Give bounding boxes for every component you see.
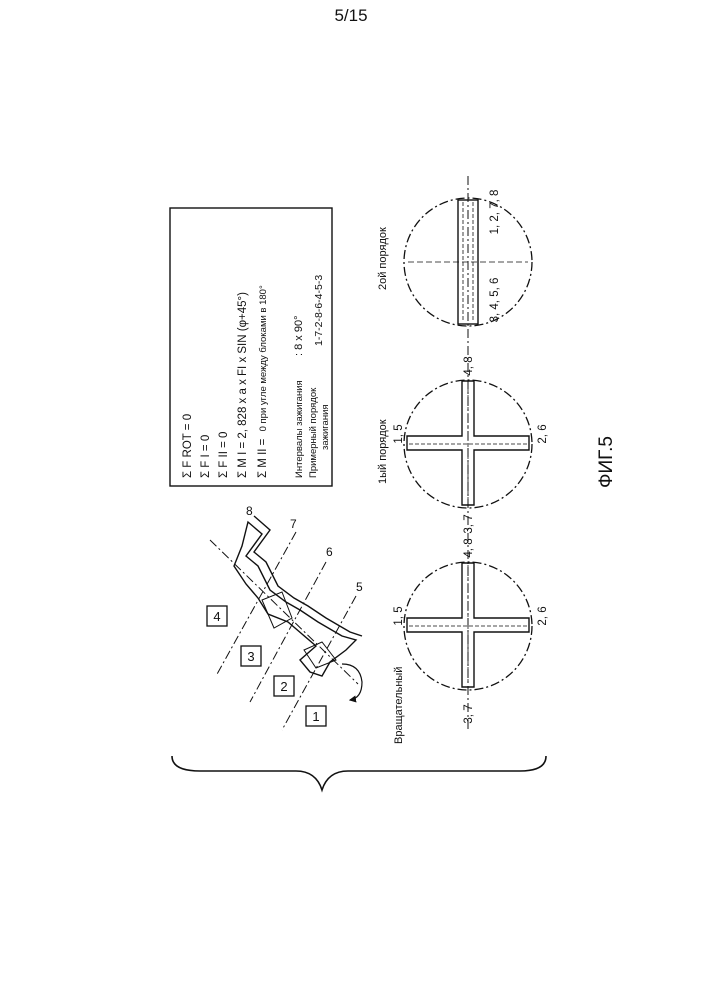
diagram-2-top-label: 1, 5 bbox=[393, 424, 405, 443]
diagram-3-caption: 2ой порядок bbox=[377, 227, 389, 290]
diagram-1-bottom-label: 2, 6 bbox=[537, 606, 549, 625]
diagram-2-bottom-label: 2, 6 bbox=[537, 424, 549, 443]
formula-sum-f-ii: Σ F II = 0 bbox=[218, 432, 230, 478]
balance-diagram-1 bbox=[404, 562, 532, 690]
firing-order-label-1: Примерный порядок bbox=[308, 387, 319, 478]
block-box-2: 2 bbox=[274, 676, 294, 696]
diagram-1-right-label: 4, 8 bbox=[463, 538, 475, 557]
block-box-1: 1 bbox=[306, 706, 326, 726]
firing-intervals-label: Интервалы зажигания bbox=[294, 380, 305, 478]
diagram-3-bottom-label: 1, 2, 7, 8 bbox=[489, 190, 501, 235]
block-label-1: 1 bbox=[312, 709, 319, 724]
curly-brace bbox=[172, 756, 546, 790]
block-label-2: 2 bbox=[280, 679, 287, 694]
crankshaft-sketch bbox=[210, 516, 362, 730]
block-box-4: 4 bbox=[207, 606, 227, 626]
cylinder-label-5: 5 bbox=[356, 580, 363, 594]
block-label-3: 3 bbox=[247, 649, 254, 664]
diagram-2-right-label: 4, 8 bbox=[463, 356, 475, 375]
formula-sum-m-ii-lead: Σ M II = bbox=[257, 438, 269, 478]
firing-intervals-value: : 8 x 90° bbox=[293, 316, 305, 356]
formula-box: Σ F ROT = 0 Σ F I = 0 Σ F II = 0 Σ M I =… bbox=[170, 208, 332, 486]
diagram-1-left-label: 3, 7 bbox=[463, 704, 475, 723]
diagram-1-top-label: 1, 5 bbox=[393, 606, 405, 625]
axis-line-6 bbox=[250, 562, 326, 702]
block-label-4: 4 bbox=[213, 609, 220, 624]
formula-sum-f-i: Σ F I = 0 bbox=[200, 435, 212, 478]
diagram-3-top-label: 3, 4, 5, 6 bbox=[489, 278, 501, 323]
svg-text:Σ M II = 0 при угле межд: Σ M II = 0 при угле между блоками в 180° bbox=[257, 285, 269, 478]
cylinder-label-8: 8 bbox=[246, 504, 253, 518]
diagram-2-left-label: 3, 7 bbox=[463, 514, 475, 533]
diagram-2-caption: 1ый порядок bbox=[377, 419, 389, 484]
formula-sum-f-rot: Σ F ROT = 0 bbox=[182, 414, 194, 478]
formula-sum-m-ii-note: 0 при угле между блоками в 180° bbox=[258, 285, 269, 431]
firing-order-label-2: зажигания bbox=[320, 404, 331, 450]
cylinder-label-6: 6 bbox=[326, 545, 333, 559]
block-box-3: 3 bbox=[241, 646, 261, 666]
firing-order-value: 1-7-2-8-6-4-5-3 bbox=[313, 275, 325, 346]
crankshaft-caption: Вращательный bbox=[393, 667, 405, 744]
figure-label: ФИГ.5 bbox=[596, 436, 617, 488]
cylinder-label-7: 7 bbox=[290, 517, 297, 531]
formula-sum-m-i: Σ M I = 2, 828 x a x FI x SIN (φ+45°) bbox=[237, 292, 249, 478]
